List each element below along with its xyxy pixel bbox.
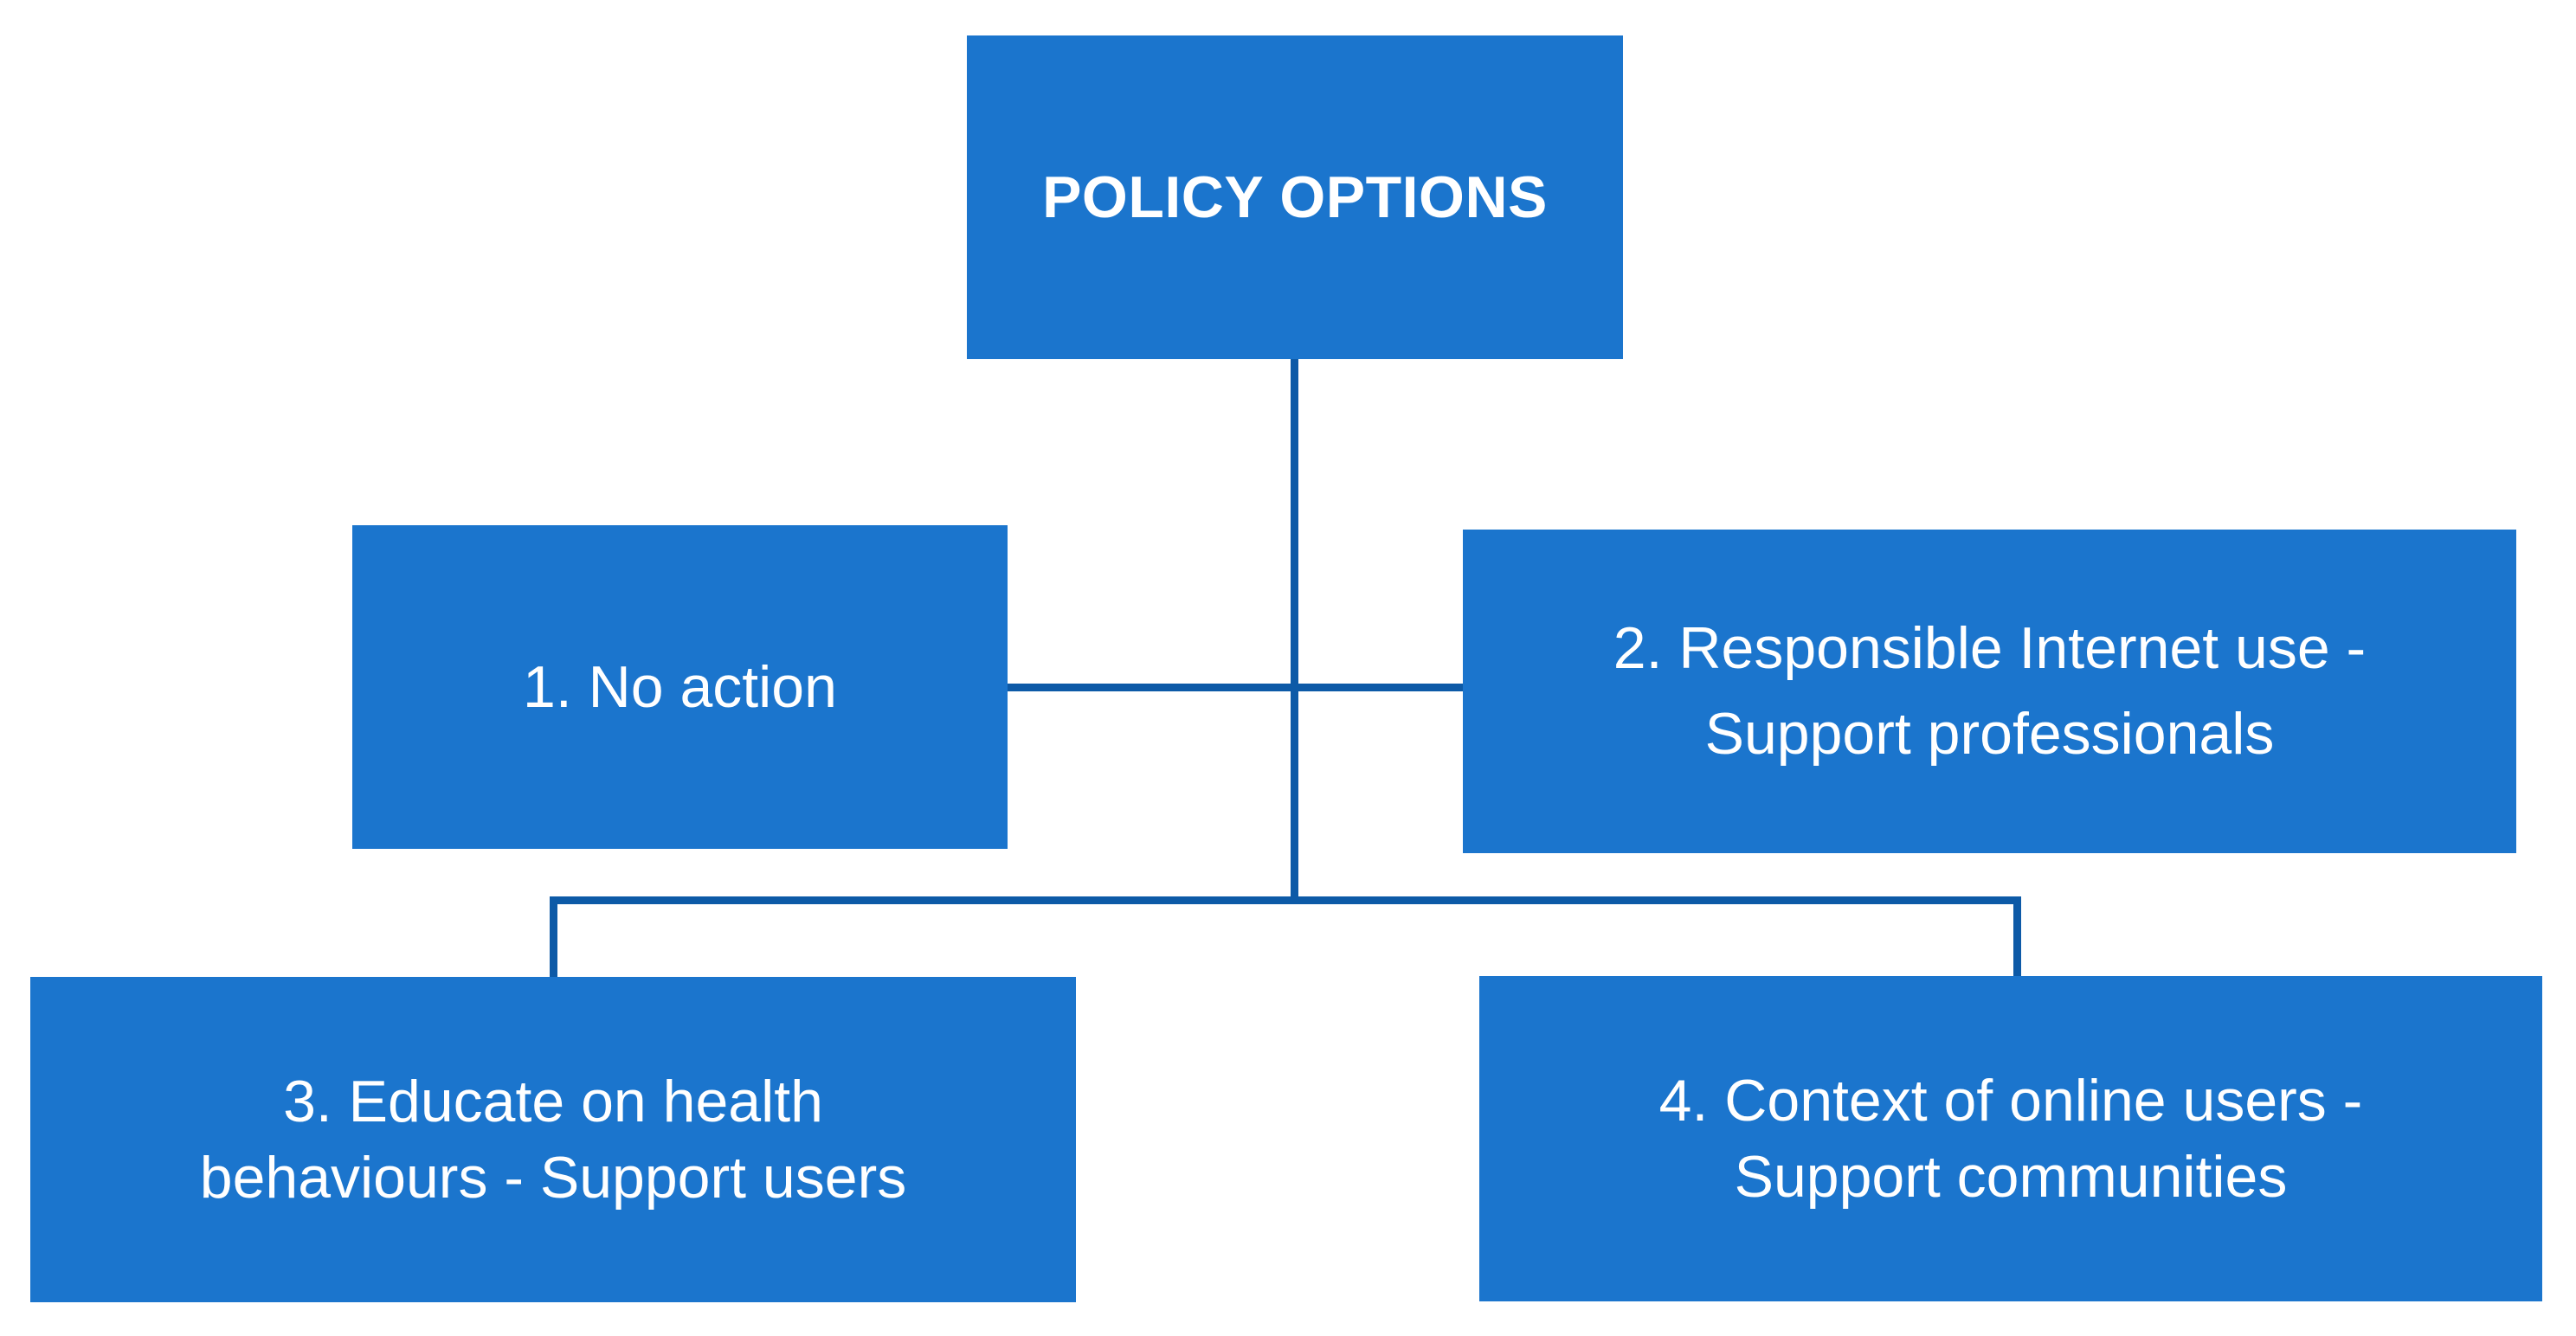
- node-option-1-no-action: 1. No action: [352, 525, 1008, 849]
- node-option-2-label: 2. Responsible Internet use - Support pr…: [1613, 615, 2367, 767]
- node-option-4-context-of-online-users: 4. Context of online users - Support com…: [1479, 976, 2542, 1301]
- node-option-1-label: 1. No action: [523, 653, 837, 720]
- node-root-label: POLICY OPTIONS: [1042, 164, 1548, 230]
- connector-to-option-4: [2013, 896, 2021, 978]
- node-option-2-responsible-internet-use: 2. Responsible Internet use - Support pr…: [1463, 530, 2516, 853]
- node-option-3-educate-on-health-behaviours: 3. Educate on health behaviours - Suppor…: [30, 977, 1076, 1302]
- connector-lower-horizontal-bar: [550, 896, 2021, 904]
- connector-trunk-vertical: [1291, 359, 1298, 904]
- connector-to-option-2: [1291, 684, 1464, 691]
- node-policy-options-root: POLICY OPTIONS: [967, 35, 1623, 359]
- node-option-3-label: 3. Educate on health behaviours - Suppor…: [199, 1068, 907, 1211]
- node-option-4-label: 4. Context of online users - Support com…: [1658, 1067, 2363, 1210]
- connector-to-option-3: [550, 896, 557, 978]
- connector-to-option-1: [1007, 684, 1292, 691]
